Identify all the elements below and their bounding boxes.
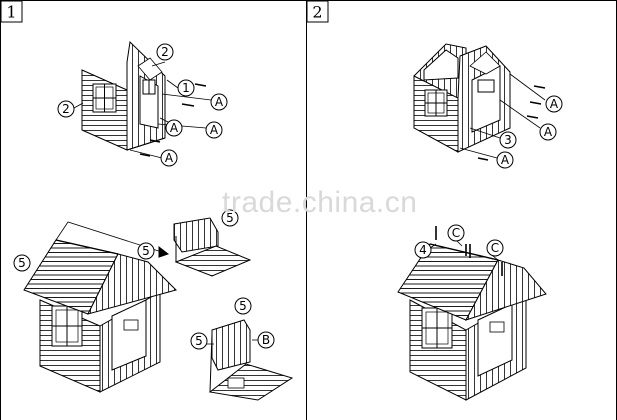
step-1-number: 1 — [6, 3, 16, 22]
callout-circle: A — [160, 149, 178, 167]
callout-label: C — [452, 226, 460, 240]
callout-label: 5 — [142, 244, 150, 258]
callout-circle: 5 — [234, 297, 252, 315]
callout-label: 2 — [62, 102, 70, 116]
callout-circle: 3 — [499, 131, 517, 149]
watermark-text: trade.china.cn — [222, 186, 417, 219]
callout-circle: A — [165, 119, 183, 137]
callout-label: 3 — [504, 133, 512, 147]
roof-panel — [464, 259, 547, 321]
callout-circle: C — [486, 239, 504, 257]
callout-label: A — [215, 95, 224, 109]
callout-label: 5 — [239, 299, 247, 313]
callout-label: A — [210, 123, 219, 137]
callout-label: 5 — [195, 334, 203, 348]
callout-circle: 2 — [156, 43, 174, 61]
screw-icon — [477, 85, 546, 161]
screw-icon — [435, 226, 503, 276]
assembled-house — [23, 239, 177, 393]
callout-circle: 5 — [221, 209, 239, 227]
callout-label: 5 — [18, 256, 26, 270]
floor-panel-top — [173, 217, 252, 277]
roof-panel — [87, 253, 177, 315]
floor-panel-bottom — [208, 319, 294, 401]
step-2-illustration — [413, 43, 546, 161]
callout-circle: 5 — [190, 332, 208, 350]
step-2-callouts: 3 A A A — [496, 95, 563, 169]
callout-circle: A — [545, 95, 563, 113]
callout-circle: 4 — [414, 241, 432, 259]
step-1-illustration — [73, 40, 212, 159]
callout-circle: C — [447, 224, 465, 242]
callout-label: 4 — [419, 243, 427, 257]
step-2-number: 2 — [312, 3, 322, 22]
callout-circle: 2 — [57, 100, 75, 118]
callout-circle: A — [205, 121, 223, 139]
screw-icon — [139, 83, 207, 157]
callout-label: A — [544, 125, 553, 139]
callout-label: A — [501, 153, 510, 167]
callout-circle: 1 — [177, 79, 195, 97]
step-1-callouts: 2 2 1 A A A A — [57, 43, 228, 167]
step-4-callouts: 4 C C — [414, 224, 504, 259]
callout-circle: B — [257, 331, 275, 349]
callout-circle: A — [496, 151, 514, 169]
callout-circle: 5 — [137, 242, 155, 260]
step-3-illustration — [23, 217, 294, 401]
step-1-number-box: 1 — [0, 0, 23, 23]
step-4-illustration — [397, 226, 547, 401]
callout-label: 2 — [161, 45, 169, 59]
callout-circle: A — [210, 93, 228, 111]
callout-label: C — [491, 241, 499, 255]
callout-label: A — [550, 97, 559, 111]
callout-label: A — [165, 151, 174, 165]
step-3-callouts: 5 5 5 5 5 B — [13, 209, 275, 350]
step-2-number-box: 2 — [306, 0, 329, 23]
callout-label: B — [262, 333, 270, 347]
callout-circle: 5 — [13, 254, 31, 272]
callout-label: A — [170, 121, 179, 135]
callout-circle: A — [539, 123, 557, 141]
callout-label: 1 — [182, 81, 190, 95]
callout-label: 5 — [226, 211, 234, 225]
